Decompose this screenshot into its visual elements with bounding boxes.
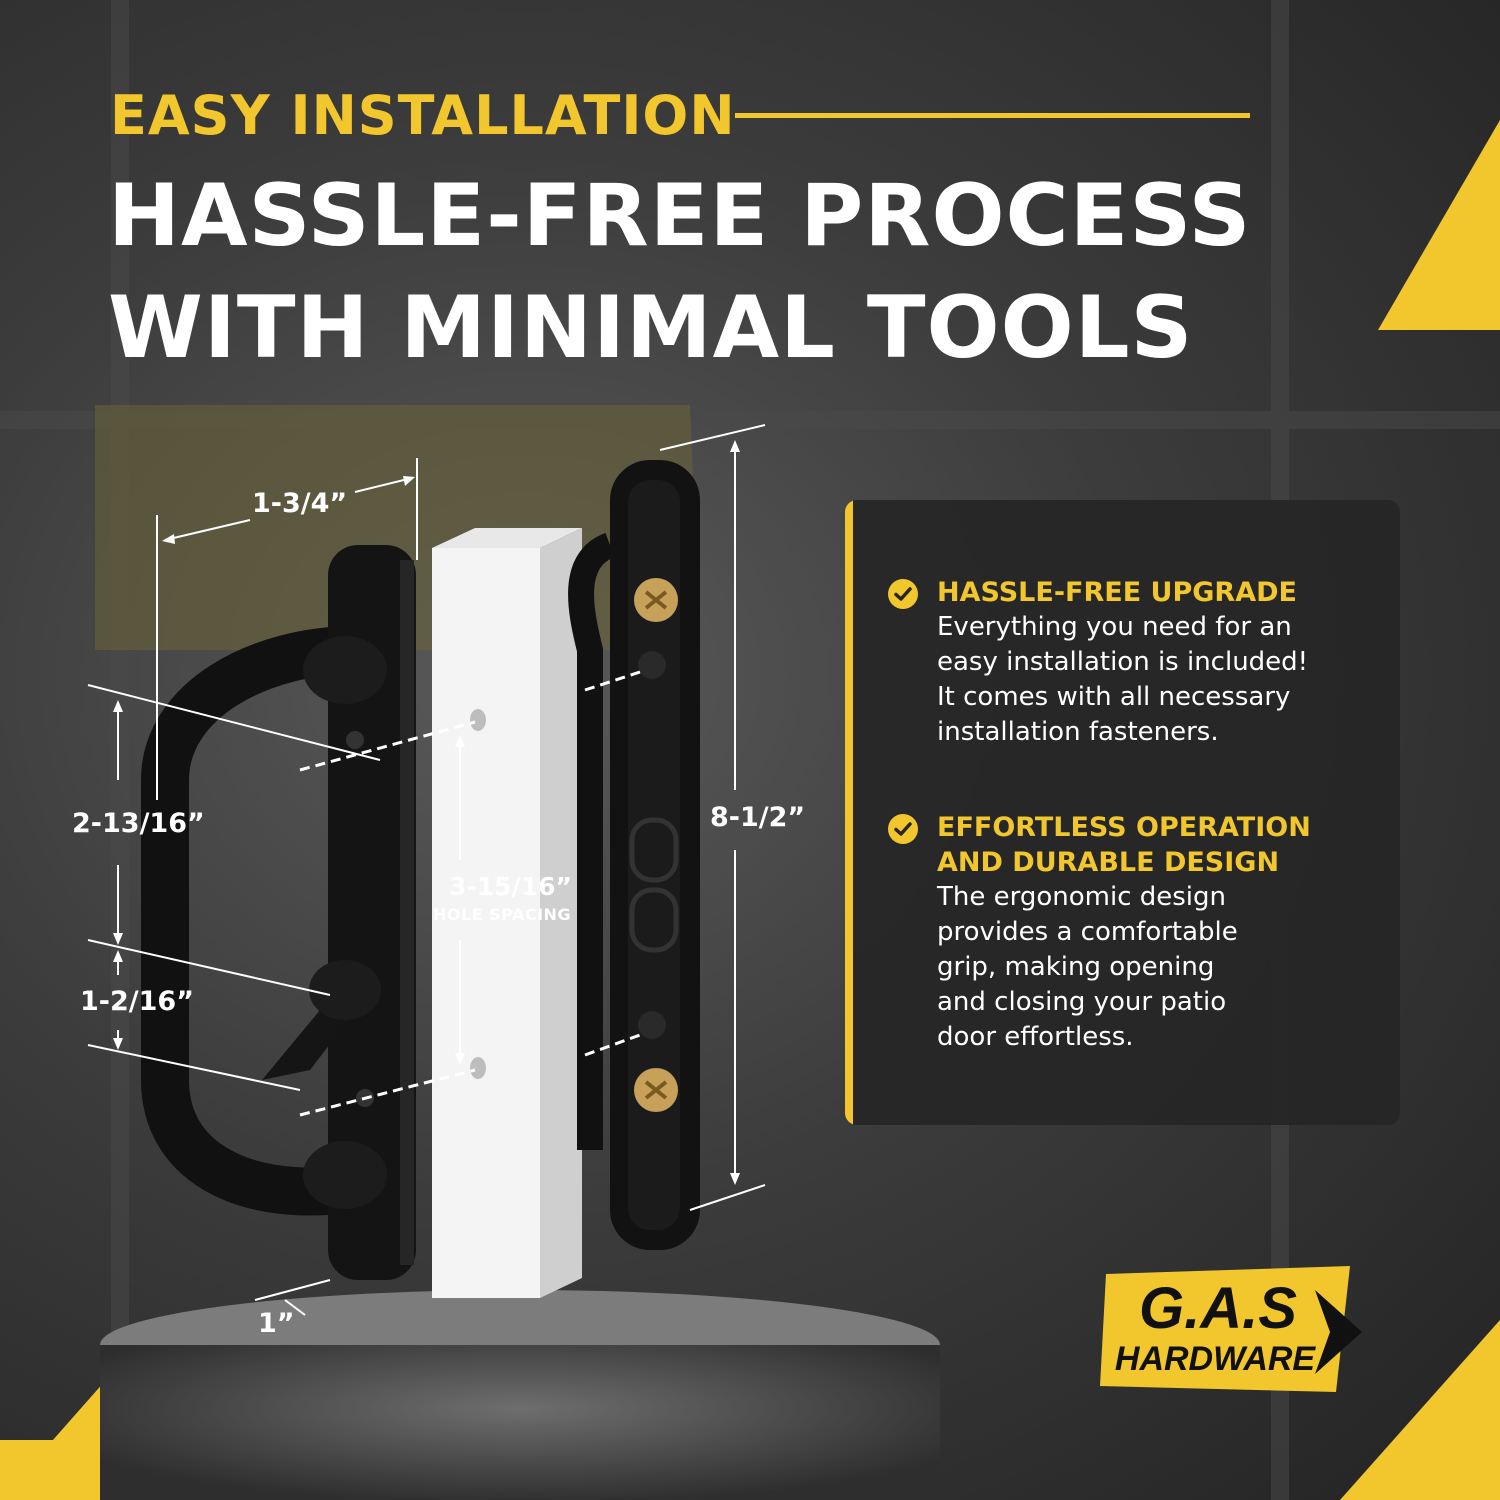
dimension-lines [87,424,766,1316]
check-circle-icon [888,579,918,609]
feature-title: EFFORTLESS OPERATION AND DURABLE DESIGN [887,810,1377,880]
feature-body-line: grip, making opening [937,952,1215,982]
feature-body-line: The ergonomic design [937,882,1227,912]
inside-grip [568,532,616,1150]
check-circle-icon [888,814,918,844]
feature-title-line: EFFORTLESS OPERATION [937,812,1311,843]
feature-body-line: easy installation is included! [937,647,1309,677]
feature-body-line: and closing your patio [937,987,1227,1017]
eyebrow-title: EASY INSTALLATION [110,84,736,147]
headline-line-2: WITH MINIMAL TOOLS [108,278,1194,378]
alignment-lines [299,670,641,1117]
pedestal-body [100,1345,940,1500]
dim-upper-span-label: 2-13/16” [72,808,205,839]
stripe-top-right [1378,120,1500,330]
dim-width-label: 1-3/4” [252,488,348,519]
screw-top [634,578,678,622]
dim-lower-span-label: 1-2/16” [80,986,194,1017]
spacer-block [432,548,540,1298]
feature-body-line: Everything you need for an [937,612,1292,642]
feature-hassle-free: HASSLE-FREE UPGRADE Everything you need … [887,575,1377,750]
feature-body-line: It comes with all necessary [937,682,1291,712]
headline: HASSLE-FREE PROCESS WITH MINIMAL TOOLS [108,160,1358,384]
logo-text-primary: G.A.S [1139,1276,1297,1341]
headline-line-1: HASSLE-FREE PROCESS [108,166,1252,266]
feature-body-line: door effortless. [937,1022,1134,1052]
feature-effortless-operation: EFFORTLESS OPERATION AND DURABLE DESIGN … [887,810,1377,1055]
feature-body-line: installation fasteners. [937,717,1219,747]
feature-title-line: AND DURABLE DESIGN [937,847,1280,878]
dimension-arrowheads [113,440,740,1185]
handle-grip [141,626,379,1216]
spacer-block-side [540,528,582,1298]
dim-height-label: 8-1/2” [710,802,806,833]
logo-text-secondary: HARDWARE [1115,1340,1317,1378]
handle-plate [328,545,416,1280]
features-panel: HASSLE-FREE UPGRADE Everything you need … [845,500,1400,1125]
screw-bottom [634,1068,678,1112]
dim-depth-label: 1” [258,1308,295,1339]
brand-logo: G.A.S HARDWARE [1100,1266,1362,1392]
eyebrow-rule [735,113,1250,118]
panel-accent-bar [845,500,853,1125]
stripe-bottom-right [1340,1320,1500,1500]
dim-hole-spacing-label: HOLE SPACING [433,905,572,924]
feature-body-line: provides a comfortable [937,917,1238,947]
feature-body: Everything you need for an easy installa… [887,610,1377,750]
feature-title: HASSLE-FREE UPGRADE [937,577,1297,608]
dim-hole-spacing-value: 3-15/16” [449,872,572,901]
spacer-block-top [432,528,582,548]
feature-body: The ergonomic design provides a comforta… [887,880,1377,1055]
